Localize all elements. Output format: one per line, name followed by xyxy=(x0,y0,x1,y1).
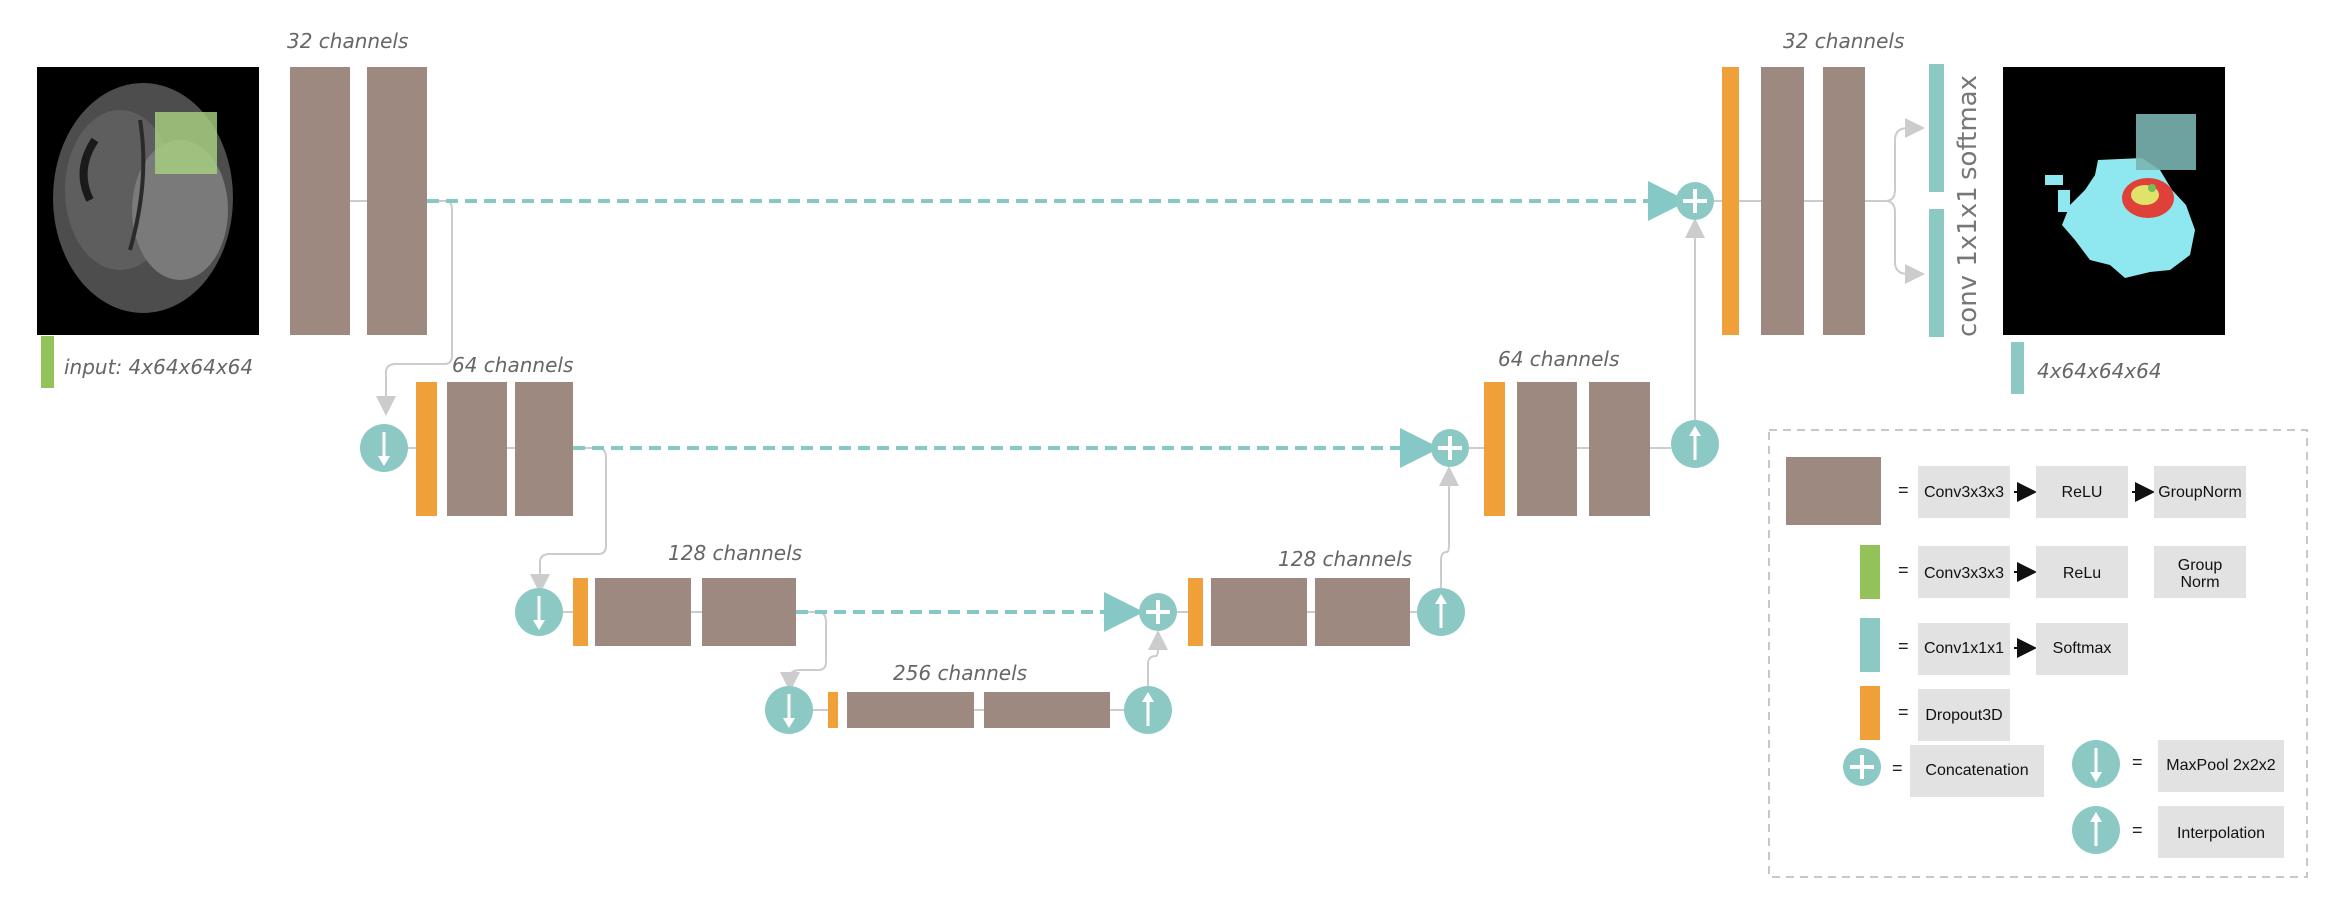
legend-equals: = xyxy=(1898,636,1909,656)
legend-box-conv1 xyxy=(1918,623,2010,675)
input-label: input: 4x64x64x64 xyxy=(64,355,253,379)
enc3-conv-block-1 xyxy=(595,578,691,646)
concatenation-plus-icon xyxy=(1674,180,1716,222)
dec2-conv-block-1 xyxy=(1517,382,1577,516)
legend-box-relub xyxy=(2036,546,2128,598)
bottleneck-label: 256 channels xyxy=(893,661,1027,685)
bottleneck-conv-block-2 xyxy=(984,692,1110,728)
head-connector-softmax xyxy=(1865,118,1925,202)
output-legend-swatch xyxy=(2011,342,2024,394)
conv1x1-label: conv 1x1x1 xyxy=(1953,186,1983,337)
dec3-label: 128 channels xyxy=(1278,547,1412,571)
dec1-label: 32 channels xyxy=(1783,29,1904,53)
legend-box-relu xyxy=(2036,466,2128,518)
interpolation-up-icon xyxy=(2070,804,2122,856)
legend-box-interp xyxy=(2158,806,2284,858)
legend-box-maxpool xyxy=(2158,740,2284,792)
legend-conv3-text: Conv3x3x3 xyxy=(1924,484,2004,501)
conv1x1-bar xyxy=(1929,209,1944,337)
legend-box xyxy=(1768,429,2308,878)
enc2-label: 64 channels xyxy=(452,353,573,377)
concatenation-plus-icon xyxy=(1429,427,1471,469)
legend-conv1-text: Conv1x1x1 xyxy=(1924,640,2004,657)
legend-interp-text: Interpolation xyxy=(2177,825,2265,842)
legend-maxpool-text: MaxPool 2x2x2 xyxy=(2166,757,2275,774)
concatenation-plus-icon xyxy=(1841,746,1883,788)
output-label: 4x64x64x64 xyxy=(2037,359,2162,383)
input-image xyxy=(37,67,259,335)
legend-input-swatch xyxy=(1860,545,1880,599)
dec3-conv-block-2 xyxy=(1315,578,1410,646)
enc1-label: 32 channels xyxy=(287,29,408,53)
legend-box-groupnorm xyxy=(2154,466,2246,518)
legend-equals: = xyxy=(2132,820,2143,840)
up-connector-dec3 xyxy=(1439,466,1459,588)
interpolation-up-icon xyxy=(1669,418,1721,470)
legend-box-groupnormb xyxy=(2154,546,2246,598)
legend-group-text: Group xyxy=(2178,557,2223,574)
enc2-dropout xyxy=(416,382,437,516)
enc3-down-connector xyxy=(780,611,827,692)
dec3-conv-block-1 xyxy=(1211,578,1307,646)
enc3-conv-block-2 xyxy=(702,578,796,646)
legend-relub-text: ReLu xyxy=(2063,565,2101,582)
enc2-conv-block-2 xyxy=(515,382,573,516)
legend-groupnorm-text: GroupNorm xyxy=(2158,484,2242,501)
enc2-down-connector xyxy=(530,447,607,594)
legend-equals: = xyxy=(1898,480,1909,500)
dec1-conv-block-1 xyxy=(1761,67,1804,335)
legend-box-dropout xyxy=(1918,689,2010,741)
maxpool-down-icon xyxy=(2070,738,2122,790)
softmax-bar xyxy=(1929,64,1944,192)
concatenation-plus-icon xyxy=(1137,591,1179,633)
legend-conv-block-swatch xyxy=(1786,457,1881,525)
softmax-label: softmax xyxy=(1953,75,1983,180)
enc1-conv-block-2 xyxy=(367,67,427,335)
legend-equals: = xyxy=(1898,560,1909,580)
bottleneck-dropout xyxy=(828,692,838,728)
interpolation-up-icon xyxy=(1122,684,1174,736)
legend-conv3b-text: Conv3x3x3 xyxy=(1924,565,2004,582)
maxpool-down-icon xyxy=(513,586,565,638)
interpolation-up-icon xyxy=(1415,586,1467,638)
legend-norm-text: Norm xyxy=(2180,574,2219,591)
dec2-conv-block-2 xyxy=(1589,382,1650,516)
enc3-label: 128 channels xyxy=(668,541,802,565)
dec1-conv-block-2 xyxy=(1823,67,1865,335)
dec1-dropout xyxy=(1722,67,1739,335)
legend-box-conv3 xyxy=(1918,466,2010,518)
output-image xyxy=(2003,67,2225,335)
legend-teal-swatch xyxy=(1860,618,1880,672)
dec2-dropout xyxy=(1484,382,1505,516)
maxpool-down-icon xyxy=(763,684,815,736)
enc3-dropout xyxy=(573,578,588,646)
output-highlight-patch xyxy=(2136,114,2196,170)
legend-box-concat xyxy=(1910,745,2044,797)
bottleneck-conv-block-1 xyxy=(847,692,974,728)
maxpool-down-icon xyxy=(358,422,410,474)
legend-concat-text: Concatenation xyxy=(1925,762,2028,779)
legend-box-conv3b xyxy=(1918,546,2010,598)
legend-dropout-swatch xyxy=(1860,686,1880,740)
input-highlight-patch xyxy=(155,112,217,174)
enc2-conv-block-1 xyxy=(447,382,507,516)
legend-box-softmax xyxy=(2036,623,2128,675)
legend-softmax-text: Softmax xyxy=(2053,640,2112,657)
dec3-dropout xyxy=(1188,578,1203,646)
legend-dropout-text: Dropout3D xyxy=(1925,707,2002,724)
legend-relu-text: ReLU xyxy=(2062,484,2103,501)
legend-equals: = xyxy=(2132,752,2143,772)
head-connector-conv xyxy=(1865,200,1925,284)
legend-equals: = xyxy=(1898,702,1909,722)
dec2-label: 64 channels xyxy=(1498,347,1619,371)
enc1-conv-block-1 xyxy=(290,67,350,335)
input-legend-swatch xyxy=(41,336,54,388)
legend-equals: = xyxy=(1892,758,1903,778)
up-connector-bottleneck xyxy=(1147,630,1168,686)
